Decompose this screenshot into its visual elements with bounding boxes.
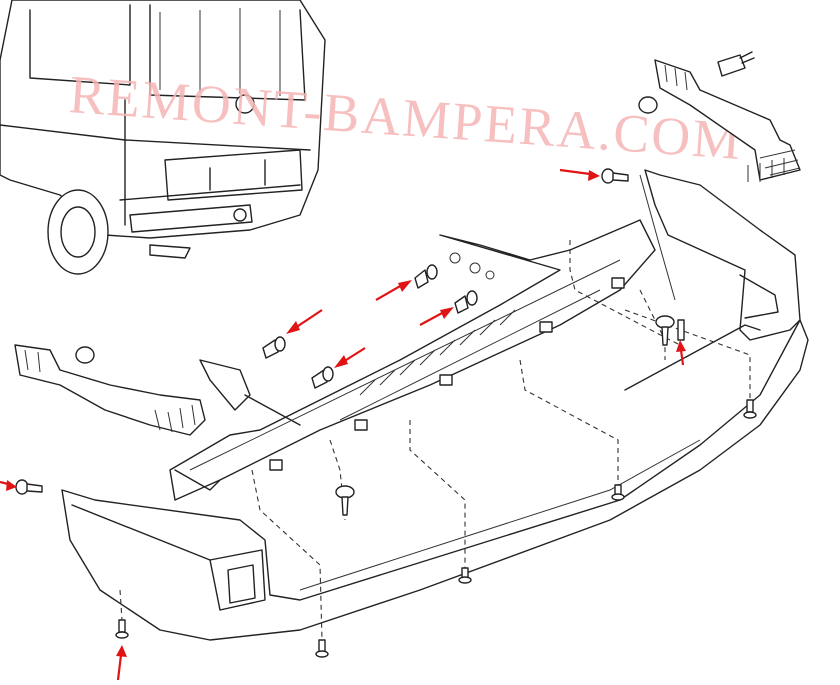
screw-icon [458, 567, 472, 584]
arrow-icon [676, 340, 686, 366]
arrow-icon [0, 480, 17, 491]
right-bumper-bracket [638, 51, 801, 182]
screw-icon [655, 315, 675, 346]
screw-icon [311, 366, 334, 389]
screw-icon [315, 639, 329, 658]
screw-icon [743, 399, 757, 419]
screw-icon [262, 336, 286, 359]
screw-icon [115, 619, 129, 639]
arrow-icon [375, 280, 412, 301]
arrow-icon [116, 645, 127, 681]
screw-icon [454, 290, 478, 314]
bumper-reinforcement-beam [169, 219, 656, 501]
fasteners [15, 168, 757, 658]
rear-bumper-cover [61, 169, 809, 641]
left-bumper-bracket [14, 344, 206, 436]
screw-icon [677, 319, 685, 341]
screw-icon [414, 264, 438, 289]
screw-icon [335, 485, 355, 516]
arrow-icon [559, 168, 600, 181]
fastener-pointer-arrows [0, 168, 686, 681]
screw-icon [611, 484, 625, 501]
arrow-icon [286, 309, 323, 334]
screw-icon [15, 479, 43, 495]
van-rear-illustration [0, 0, 326, 275]
arrow-icon [419, 307, 454, 326]
arrow-icon [334, 347, 366, 368]
screw-icon [601, 168, 629, 184]
